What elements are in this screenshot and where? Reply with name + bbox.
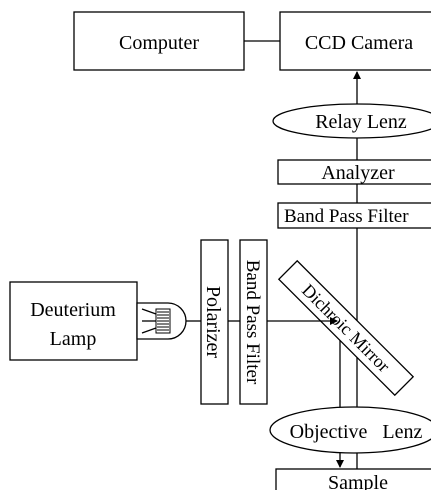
- objective-lens: Objective Lenz: [269, 406, 431, 454]
- objective-lens-label: Objective Lenz: [290, 421, 423, 443]
- ccd-camera-label: CCD Camera: [305, 32, 413, 54]
- deuterium-lamp-label-line1: Deuterium: [30, 299, 116, 321]
- band-pass-filter-top-label: Band Pass Filter: [284, 206, 409, 227]
- ccd-camera-box: CCD Camera: [279, 11, 431, 71]
- sample-box: Sample: [275, 468, 431, 490]
- computer-box: Computer: [73, 11, 245, 71]
- analyzer-box: Analyzer: [277, 159, 431, 185]
- dichroic-mirror-label: Dichroic Mirror: [298, 280, 394, 376]
- relay-lens-label: Relay Lenz: [315, 111, 407, 133]
- deuterium-lamp-box: Deuterium Lamp: [9, 281, 138, 361]
- computer-label: Computer: [119, 32, 199, 54]
- polarizer-label: Polarizer: [202, 286, 224, 359]
- band-pass-filter-side-box: Band Pass Filter: [239, 239, 268, 405]
- polarizer-box: Polarizer: [200, 239, 229, 405]
- analyzer-label: Analyzer: [321, 162, 395, 184]
- sample-label: Sample: [328, 472, 388, 490]
- lamp-bulb-icon: [136, 302, 187, 340]
- dichroic-mirror: Dichroic Mirror: [277, 259, 415, 397]
- relay-lens: Relay Lenz: [272, 103, 431, 139]
- band-pass-filter-side-label: Band Pass Filter: [242, 260, 263, 385]
- band-pass-filter-top-box: Band Pass Filter: [277, 202, 431, 229]
- deuterium-lamp-label-line2: Lamp: [50, 328, 97, 350]
